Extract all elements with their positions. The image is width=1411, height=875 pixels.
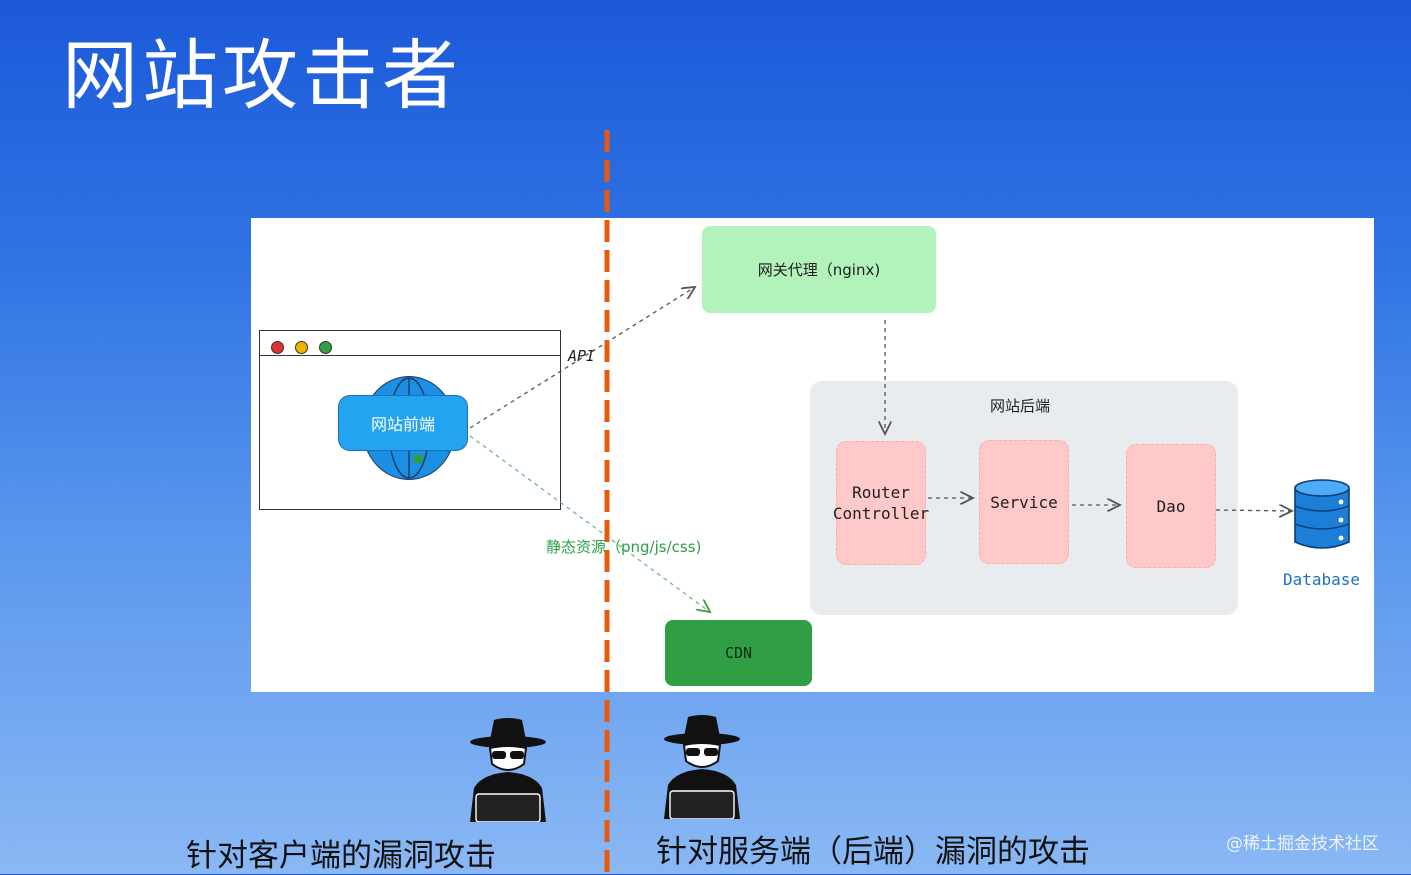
frontend-node: 网站前端: [338, 395, 468, 451]
browser-window: [259, 330, 561, 510]
dao-to-database-arrow: [1215, 510, 1292, 511]
api-label: API: [568, 347, 596, 365]
database-icon: [1294, 479, 1350, 549]
gateway-node: 网关代理（nginx): [702, 226, 936, 313]
browser-titlebar: [260, 331, 560, 356]
dao-node: Dao: [1126, 444, 1216, 568]
api-arrow: [469, 287, 695, 429]
close-dot-icon: [271, 341, 284, 354]
hacker-left-icon: [470, 718, 546, 822]
cdn-node: CDN: [665, 620, 812, 686]
maximize-dot-icon: [319, 341, 332, 354]
service-node: Service: [979, 440, 1069, 564]
static-resource-label: 静态资源（png/js/css): [546, 538, 702, 556]
minimize-dot-icon: [295, 341, 308, 354]
database-label: Database: [1283, 570, 1361, 589]
hacker-right-icon: [664, 715, 740, 819]
server-attack-caption: 针对服务端（后端）漏洞的攻击: [656, 834, 1090, 870]
client-attack-caption: 针对客户端的漏洞攻击: [186, 838, 496, 874]
slide-title: 网站攻击者: [62, 31, 462, 120]
static-arrow: [469, 435, 710, 612]
watermark: @稀土掘金技术社区: [1226, 834, 1379, 854]
backend-group-title: 网站后端: [990, 397, 1051, 415]
